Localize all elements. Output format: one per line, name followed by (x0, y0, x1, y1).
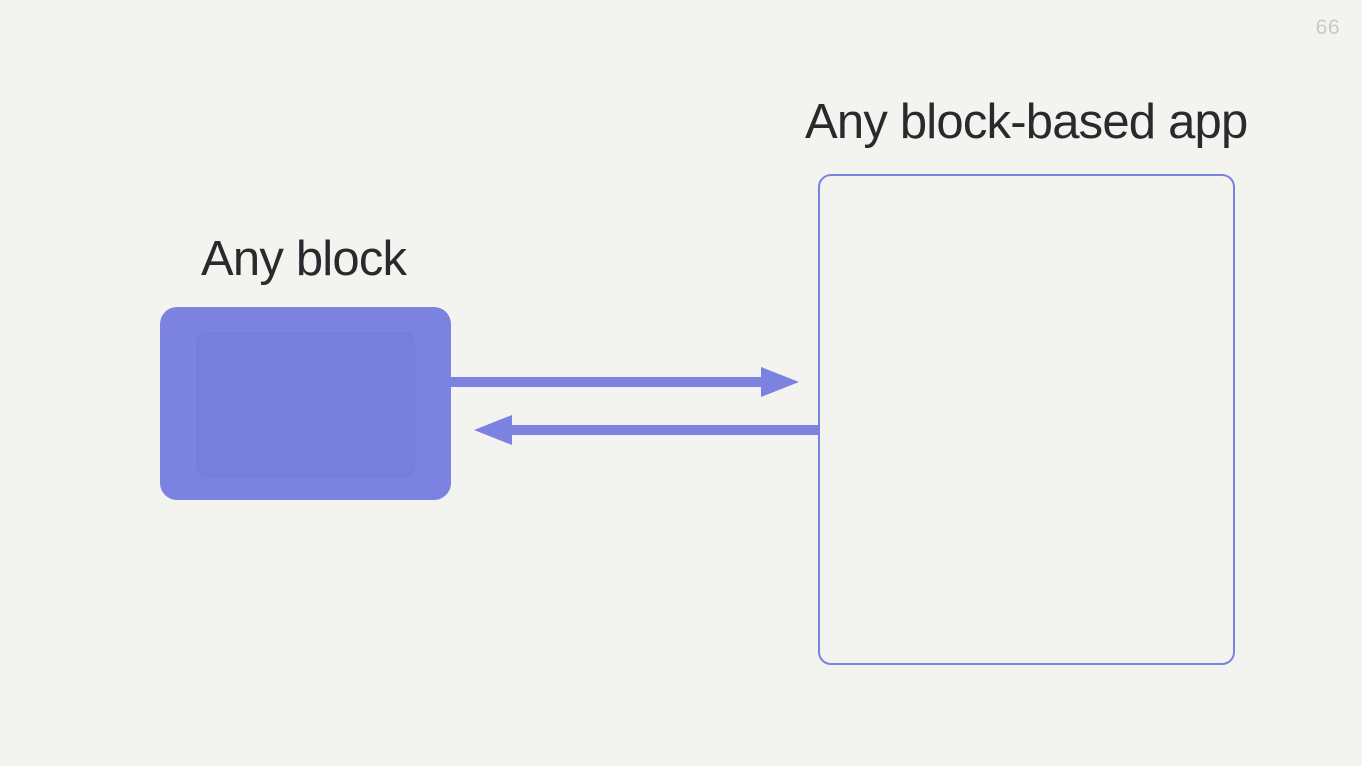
app-frame-shape (818, 174, 1235, 665)
block-inner-shape (196, 332, 415, 477)
page-number: 66 (1315, 16, 1340, 39)
block-heading: Any block (201, 232, 407, 286)
block-shape (160, 307, 451, 500)
app-heading: Any block-based app (805, 95, 1248, 149)
arrow-app-to-block-icon (474, 411, 820, 449)
arrow-block-to-app-icon (449, 363, 799, 401)
